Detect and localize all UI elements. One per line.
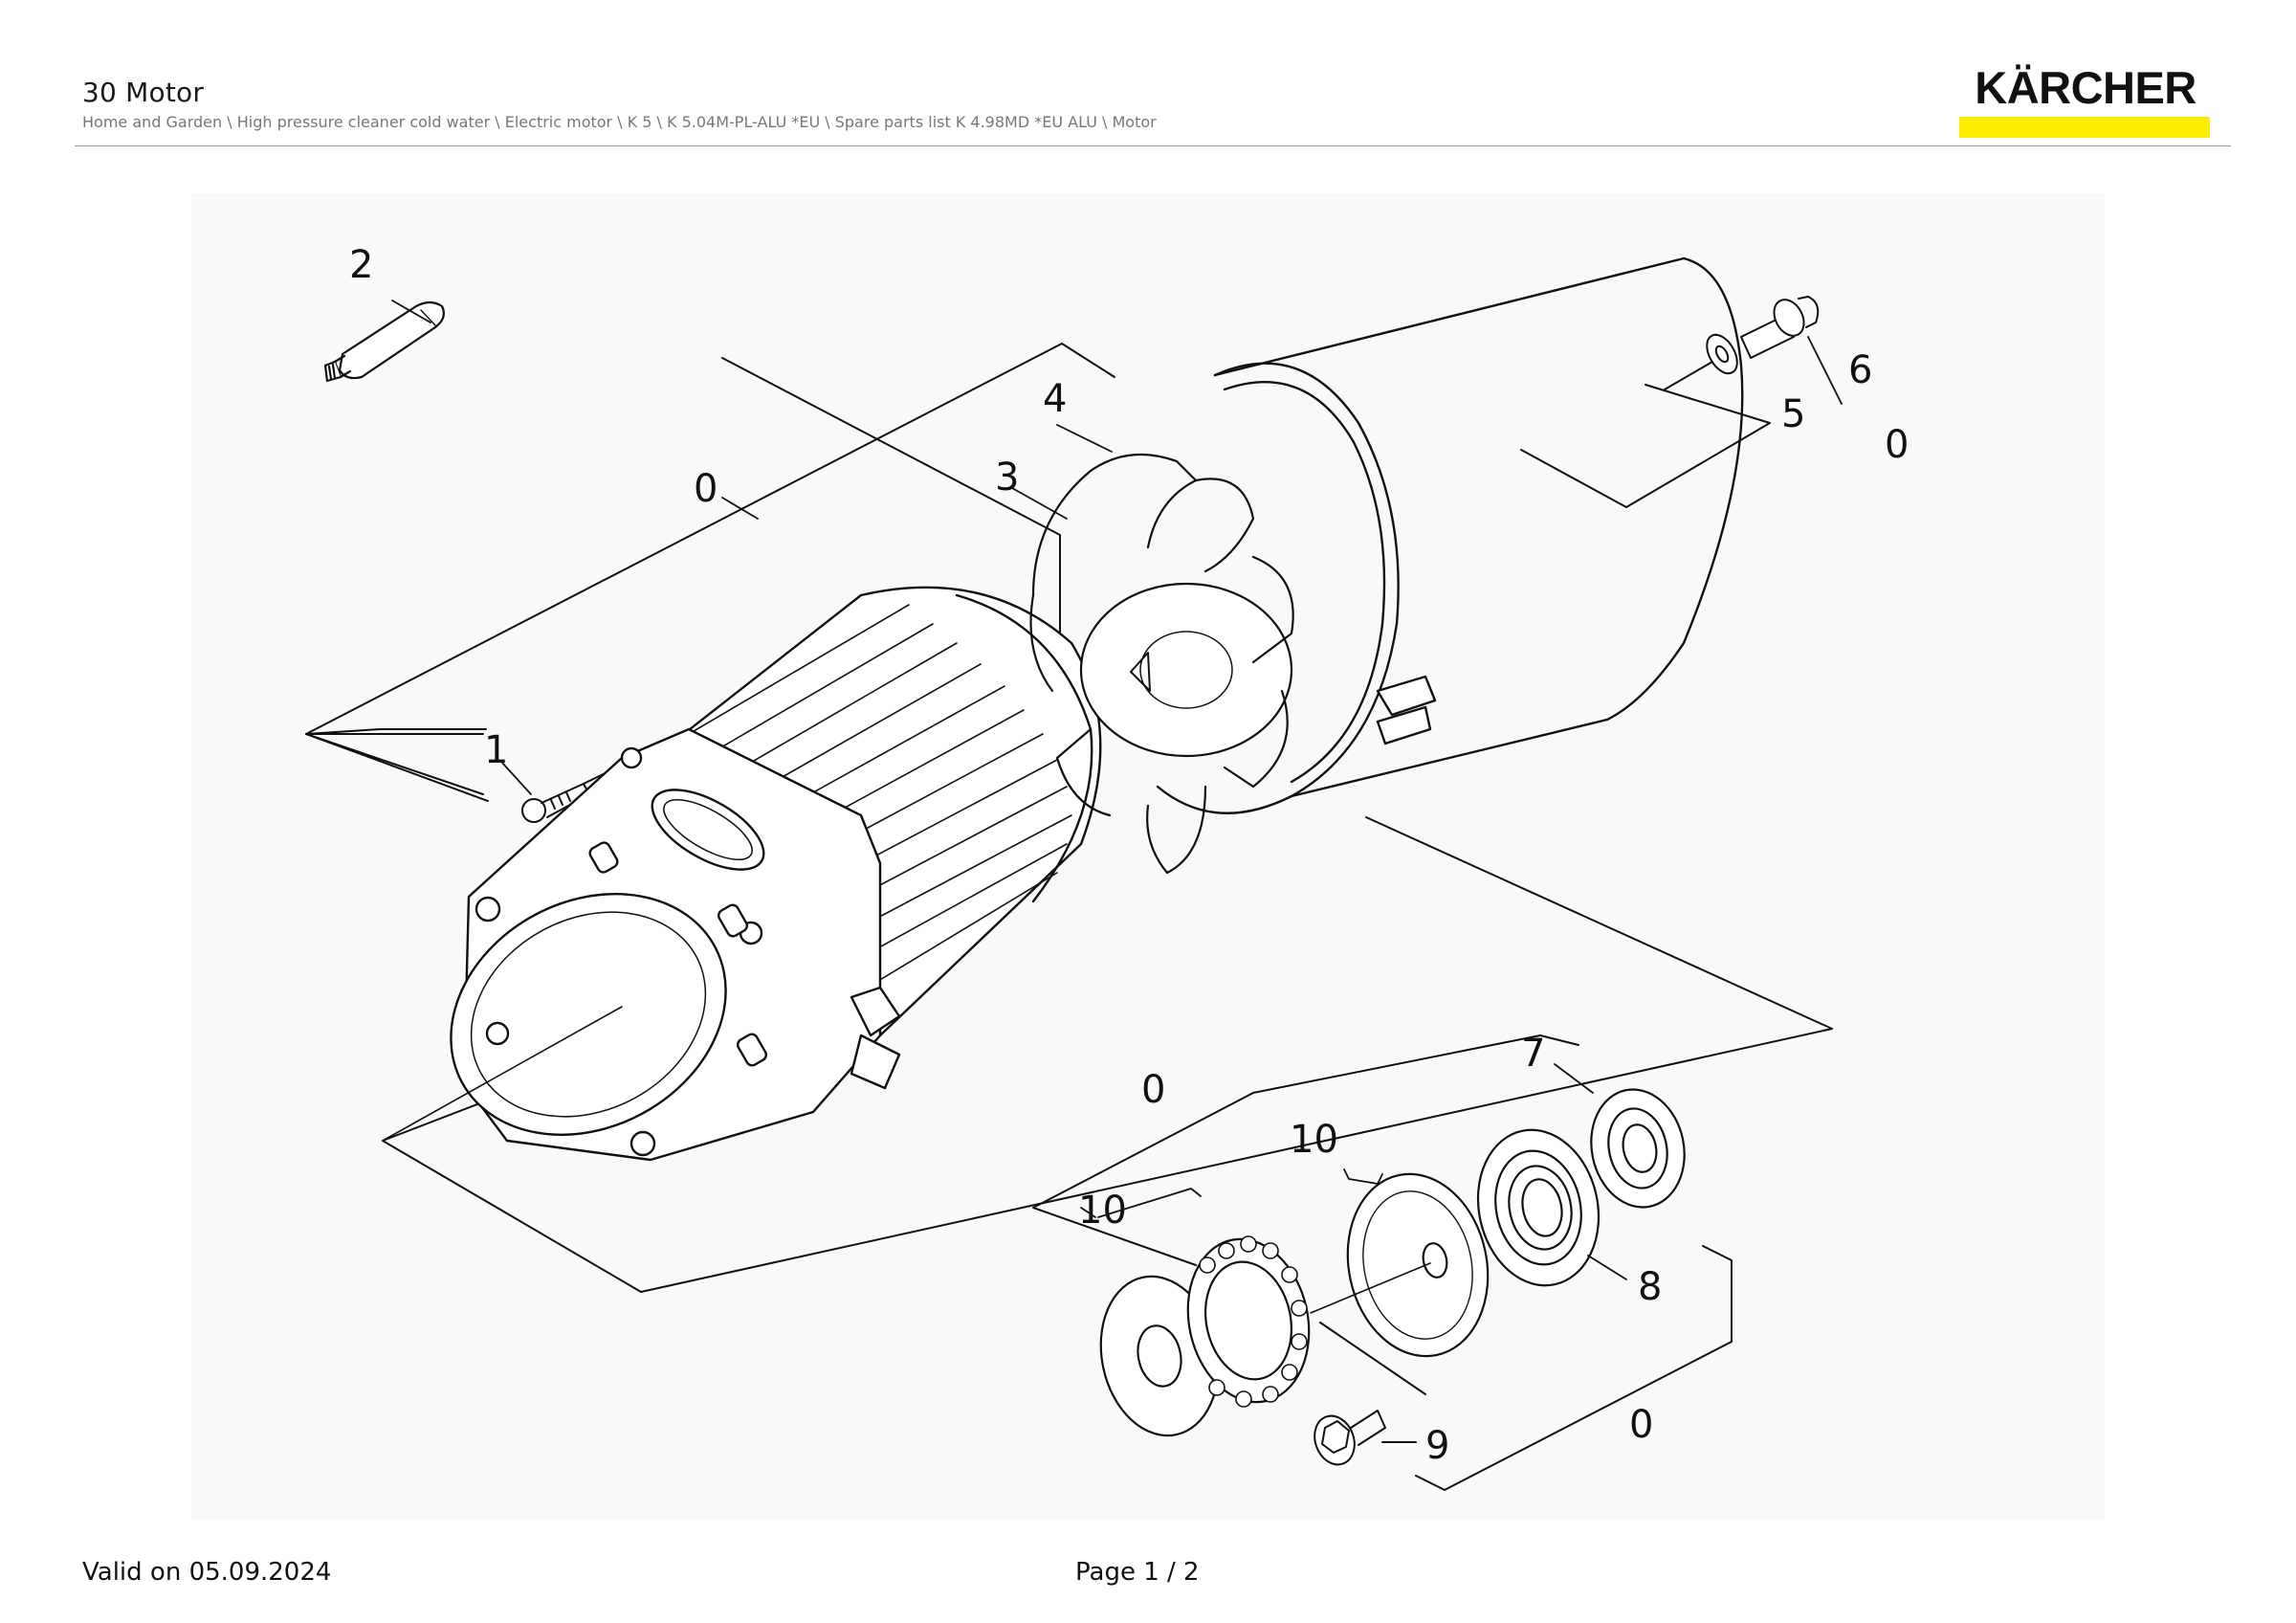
- callout-0-screws: 0: [1885, 423, 1909, 467]
- part-7-ball-bearing: [1554, 1063, 1686, 1209]
- group-bracket-fasteners: [1319, 1245, 1733, 1491]
- leader-lines: [391, 300, 1843, 795]
- part-9-flange-screw: [1314, 1410, 1417, 1466]
- callout-4: 4: [1043, 377, 1067, 421]
- page-title: 30 Motor: [82, 77, 205, 108]
- group-bracket-bearings: [1032, 1034, 1579, 1266]
- logo-yellow-bar: [1959, 117, 2210, 138]
- page-number: Page 1 / 2: [1075, 1558, 1200, 1587]
- logo-wordmark: KÄRCHER: [1975, 62, 2197, 113]
- exploded-parts-drawing: 0 1 2 3 4 5 6 0 7 10 0 10 8 9 0: [191, 193, 2105, 1520]
- callout-0-bearings: 0: [1141, 1068, 1165, 1112]
- part-2-grease-tube: [323, 300, 445, 383]
- part-10-thrust-bearing-left: [1080, 1188, 1311, 1437]
- part-8-ball-bearing: [1476, 1128, 1627, 1287]
- valid-on-date: Valid on 05.09.2024: [82, 1558, 332, 1587]
- breadcrumb: Home and Garden \ High pressure cleaner …: [82, 113, 1157, 131]
- group-bracket-screws: [1520, 384, 1771, 508]
- callout-5: 5: [1781, 392, 1805, 436]
- part-6-screw: [1740, 296, 1820, 359]
- part-10-bearing-cup: [1310, 1168, 1490, 1358]
- callout-3: 3: [995, 456, 1019, 500]
- motor-housing: [382, 586, 1102, 1162]
- callout-8: 8: [1638, 1265, 1662, 1309]
- callout-0-main: 0: [694, 467, 718, 511]
- callout-10-thrust: 10: [1078, 1189, 1127, 1233]
- part-4-fan-cover: [1156, 256, 1744, 814]
- callout-7: 7: [1521, 1032, 1545, 1076]
- callout-1: 1: [484, 728, 508, 772]
- callout-10-cup: 10: [1290, 1118, 1338, 1162]
- motor-exploded-view-svg: 0 1 2 3 4 5 6 0 7 10 0 10 8 9 0: [305, 243, 1909, 1491]
- part-3-fan: [1029, 453, 1294, 875]
- callout-labels: 0 1 2 3 4 5 6 0 7 10 0 10 8 9 0: [349, 243, 1909, 1468]
- header-divider: [75, 145, 2231, 146]
- callout-9: 9: [1425, 1424, 1449, 1468]
- karcher-logo: KÄRCHER: [1957, 63, 2214, 138]
- callout-6: 6: [1848, 348, 1872, 392]
- callout-2: 2: [349, 243, 373, 287]
- callout-0-fasteners: 0: [1629, 1403, 1653, 1447]
- group-bracket-motor-housing: [305, 343, 1833, 1293]
- part-5-washer: [1664, 333, 1738, 390]
